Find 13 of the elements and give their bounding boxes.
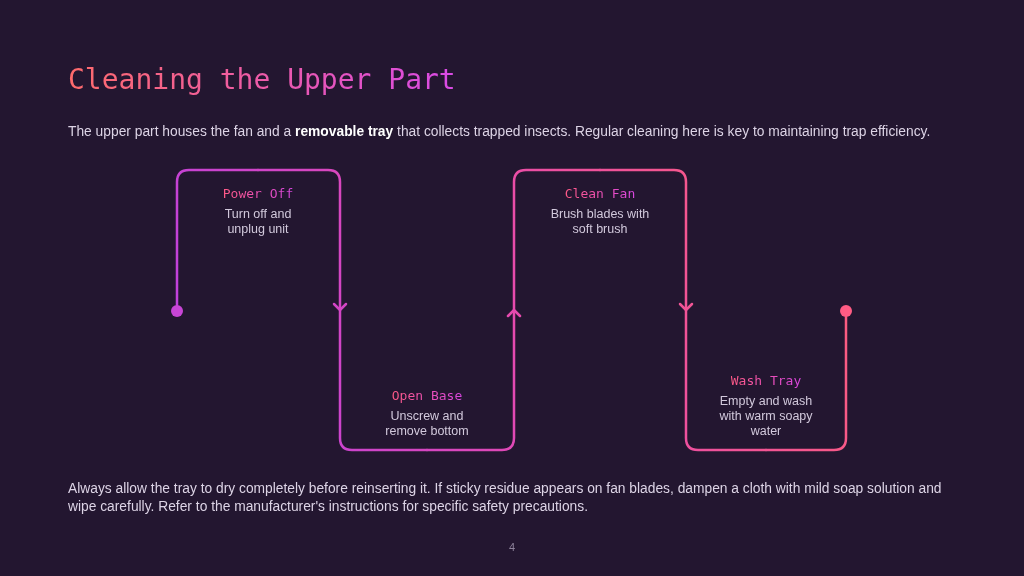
step-title: Open Base — [391, 388, 463, 404]
dot-icon — [171, 305, 183, 317]
connector-line — [175, 168, 260, 307]
step-description: Brush blades with soft brush — [549, 207, 651, 237]
note-paragraph: Always allow the tray to dry completely before reinserting it. If sticky residue appears on fan blades, dampen a cloth with mild soap solution and wipe carefully. Refer to the manufacturer's instructions for specific safety precautions. — [68, 480, 943, 516]
step-description: Empty and wash with warm soapy water — [718, 394, 814, 439]
page-number: 4 — [508, 540, 516, 554]
step-title: Wash Tray — [730, 373, 802, 389]
step-description: Unscrew and remove bottom — [384, 409, 470, 439]
intro-paragraph: The upper part houses the fan and a removable tray that collects trapped insects. Regular cleaning here is key to maintaining trap efficiency. — [68, 123, 932, 141]
connector-line — [764, 315, 848, 452]
step-description: Turn off and unplug unit — [223, 207, 293, 237]
dot-icon — [840, 305, 852, 317]
